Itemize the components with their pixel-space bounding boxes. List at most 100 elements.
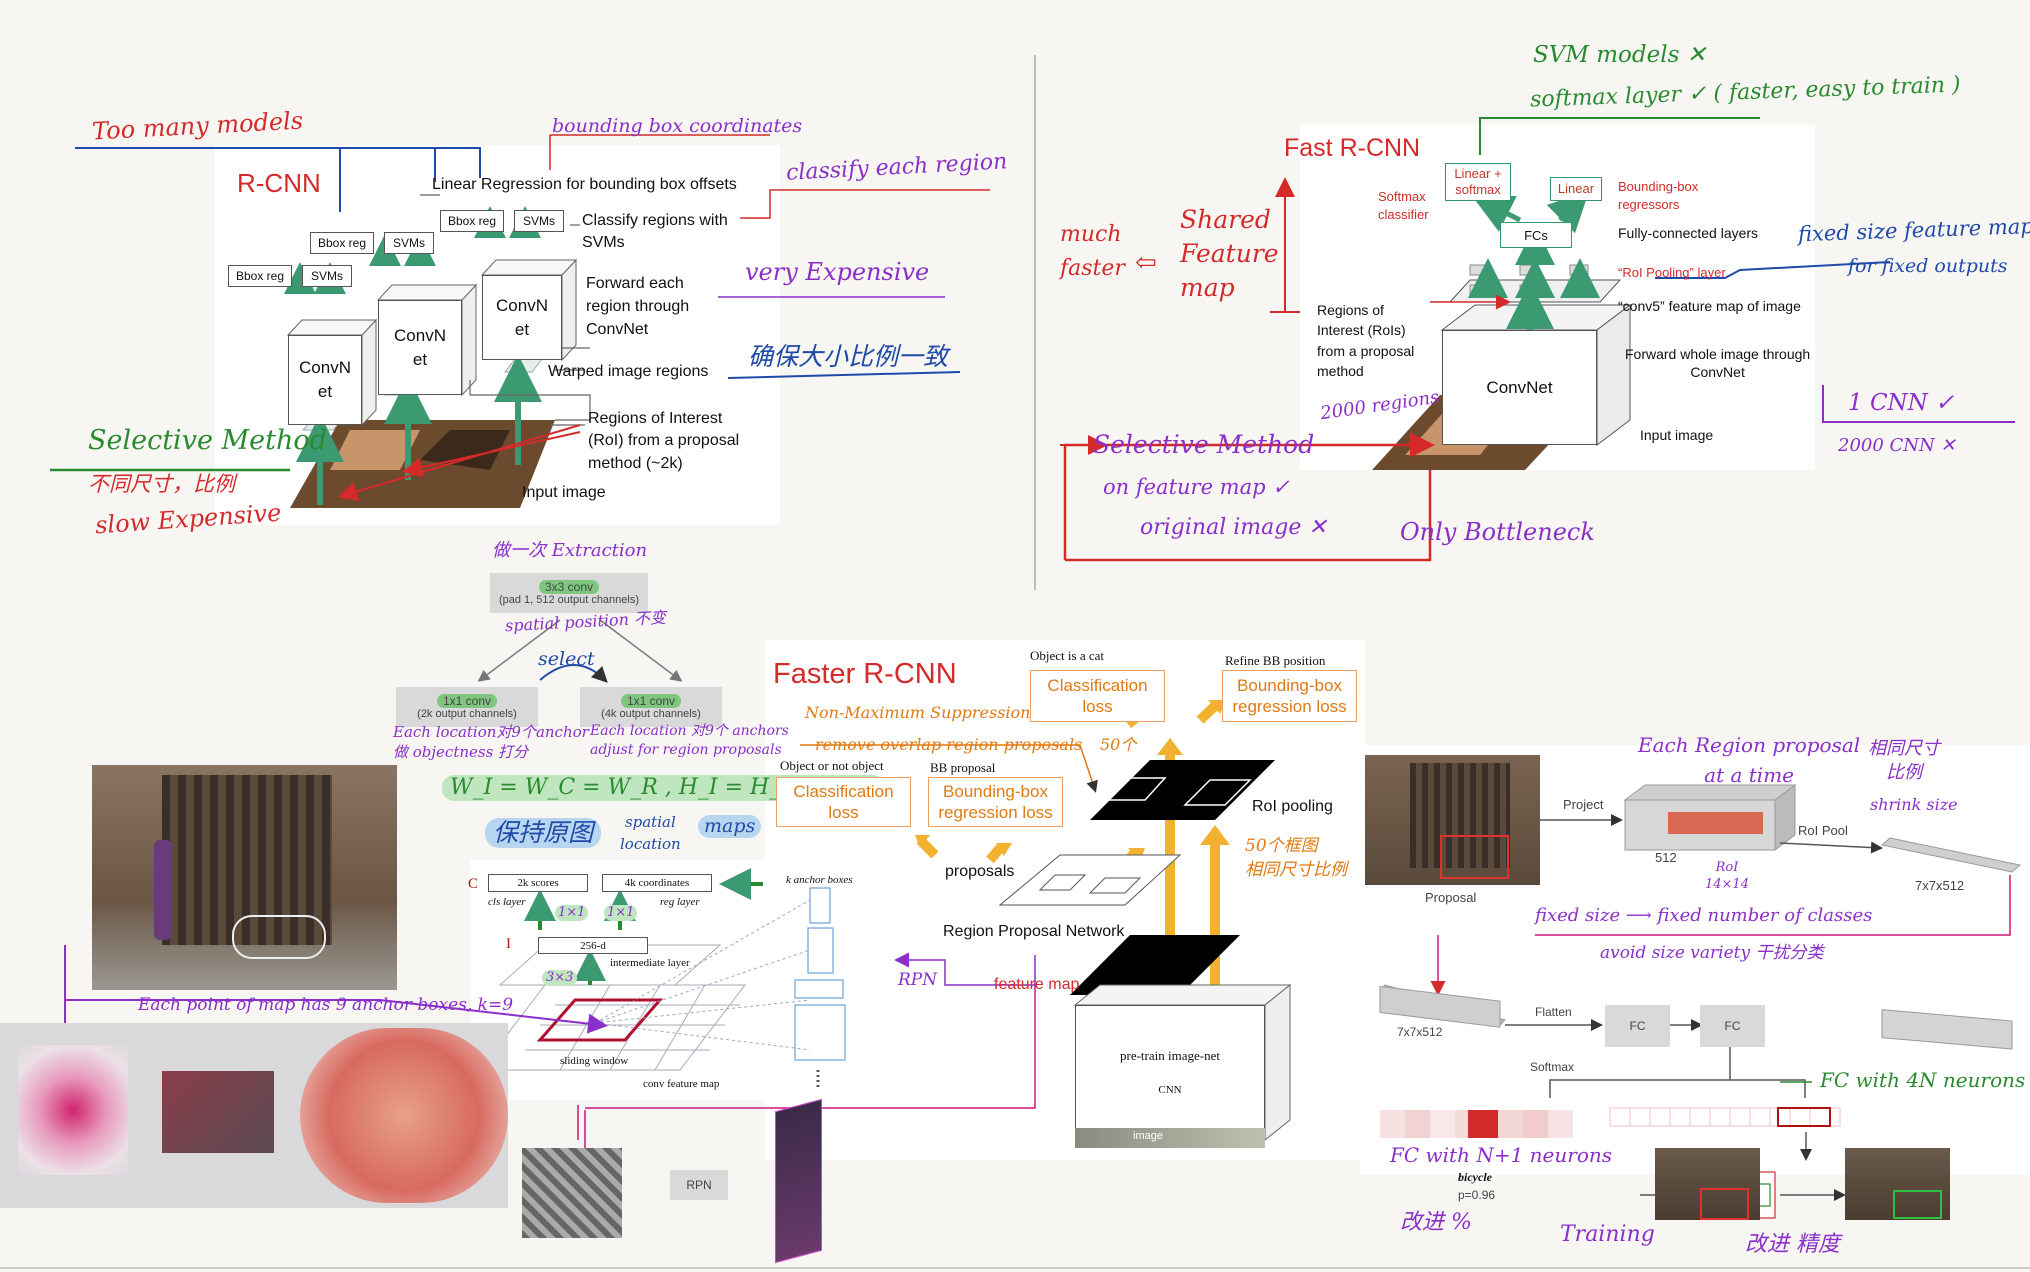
roi-7x7-in: 7x7x512 — [1397, 1025, 1443, 1039]
heatmap-blob — [18, 1045, 128, 1175]
roi-512: 512 — [1655, 850, 1677, 865]
fast-convnet: ConvNet — [1442, 330, 1597, 445]
note-ensure-ratio: 确保大小比例一致 — [748, 342, 949, 371]
proposal-door — [1410, 763, 1510, 868]
bicycle — [232, 915, 326, 959]
fast-bbox-regressors: Bounding-box regressors — [1618, 179, 1699, 213]
fast-linear: Linear — [1550, 177, 1602, 201]
street-photo — [92, 765, 397, 990]
faster-feature-map-label: feature map — [994, 976, 1080, 993]
faster-classification-loss: Classification loss — [776, 777, 911, 827]
note-objectness: Each location对9个anchor 做 objectness 打分 — [393, 723, 589, 762]
rpn-256d: 256-d — [538, 937, 648, 954]
roi-proposal-label: Proposal — [1425, 890, 1477, 905]
roi-7x7-out: 7x7x512 — [1915, 878, 1965, 893]
faster-feature-map — [1070, 935, 1240, 995]
rcnn-roi: Regions of Interest (RoI) from a proposa… — [588, 410, 740, 472]
note-fifty-boxes: 50个框图 相同尺寸比例 — [1245, 836, 1347, 880]
rpn-box: RPN — [670, 1170, 728, 1200]
note-keep-original: 保持原图 — [485, 818, 602, 848]
faster-rcnn-title: Faster R-CNN — [773, 658, 957, 690]
note-only-bottleneck: Only Bottleneck — [1400, 518, 1595, 546]
faster-object-is-cat: Object is a cat — [1030, 648, 1104, 663]
fast-roi-pooling: “RoI Pooling” layer — [1618, 265, 1726, 280]
faster-refine-bb: Refine BB position — [1225, 653, 1326, 668]
rpn-i-label: I — [506, 936, 511, 952]
faster-bbox-regression-loss-top: Bounding-box regression loss — [1222, 670, 1357, 722]
rpn-sliding-window: sliding window — [560, 1055, 629, 1067]
note-selective-method: Selective Method — [88, 425, 327, 456]
rcnn-forward-each: Forward each region through ConvNet — [586, 275, 690, 339]
rpn-conv1x1-left-sub: (2k output channels) — [417, 708, 517, 720]
note-avoid-variety: avoid size variety 干扰分类 — [1600, 943, 1824, 963]
fast-rcnn-title: Fast R-CNN — [1284, 134, 1421, 162]
bbox-photo-before — [1655, 1148, 1760, 1220]
faster-object-or-not: Object or not object — [780, 758, 884, 773]
note-bbox-coordinates: bounding box coordinates — [552, 115, 803, 137]
note-very-expensive: very Expensive — [745, 258, 930, 286]
note-fixed-size: fixed size ⟶ fixed number of classes — [1535, 905, 1873, 926]
note-fc-n1: FC with N+1 neurons — [1390, 1143, 1613, 1167]
rcnn-bbox-reg-1: Bbox reg — [228, 265, 292, 287]
rpn-conv1x1-right: 1x1 conv (4k output channels) — [580, 687, 722, 727]
faster-rpn-network: Region Proposal Network — [943, 923, 1125, 940]
class-prob-bar — [1380, 1110, 1573, 1138]
note-improve-precision: 改进 精度 — [1745, 1232, 1840, 1257]
rcnn-input-image-label: Input image — [522, 484, 606, 501]
rpn-conv-feature-map: conv feature map — [643, 1078, 720, 1090]
roi-fc-1: FC — [1605, 1005, 1670, 1047]
note-2000-cnn: 2000 CNN ✕ — [1838, 435, 1956, 456]
rpn-k-anchor-boxes: k anchor boxes — [786, 874, 853, 886]
note-one-shot-extraction: 做一次 Extraction — [492, 540, 648, 561]
fast-fully-connected: Fully-connected layers — [1618, 225, 1759, 241]
roi-softmax: Softmax — [1530, 1060, 1575, 1074]
roi-fc-2: FC — [1700, 1005, 1765, 1047]
faster-proposals: proposals — [945, 863, 1015, 880]
faster-pretrain: pre-train image-net — [1120, 1047, 1220, 1063]
fast-forward-whole: Forward whole image through ConvNet — [1625, 346, 1811, 381]
heatmap-photo-small — [162, 1071, 274, 1153]
note-shared-feature-map: Shared Feature map — [1180, 205, 1279, 302]
note-for-fixed-outputs: for fixed outputs — [1848, 255, 2008, 277]
too-many-models-line — [75, 147, 481, 212]
note-spatial-location: spatial location — [620, 813, 681, 853]
rcnn-classify-svms: Classify regions with SVMs — [582, 212, 728, 252]
rpn-conv1x1-left: 1x1 conv (2k output channels) — [396, 687, 538, 727]
rcnn-warped: Warped image regions — [548, 363, 709, 380]
note-select: select — [538, 648, 595, 670]
roi-14x14: RoI 14×14 — [1705, 860, 1749, 892]
rpn-conv3x3-sub: (pad 1, 512 output channels) — [498, 594, 640, 606]
faster-image-strip — [1075, 1128, 1265, 1148]
fast-softmax-classifier: Softmax classifier — [1378, 189, 1429, 223]
fast-linear-softmax: Linear + softmax — [1445, 163, 1511, 201]
note-adjust-proposals: Each location 对9个 anchors adjust for reg… — [590, 723, 789, 758]
note-improve-pct: 改进 % — [1400, 1210, 1472, 1235]
note-fc-4n: FC with 4N neurons — [1820, 1068, 2026, 1092]
rcnn-linear-regression: Linear Regression for bounding box offse… — [432, 176, 737, 193]
rpn-input-cube — [522, 1148, 622, 1238]
roi-prob: p=0.96 — [1458, 1188, 1496, 1202]
proposal-box — [1440, 835, 1509, 879]
proposal-photo — [1365, 755, 1540, 885]
rpn-conv1x1-left-label: 1x1 conv — [436, 694, 498, 708]
note-selective-method-fast: Selective Method — [1093, 430, 1315, 459]
rpn-cls-layer: cls layer — [488, 896, 526, 908]
note-svm-models: SVM models ✕ — [1533, 42, 1706, 68]
rpn-reg-layer: reg layer — [660, 896, 700, 908]
faster-cnn-label: CNN — [1158, 1083, 1182, 1096]
note-arrow-left: ⇦ — [1135, 248, 1157, 278]
faster-bbox-regression-loss: Bounding-box regression loss — [928, 777, 1063, 827]
rpn-conv1x1-right-label: 1x1 conv — [620, 694, 682, 708]
note-much-faster: much faster — [1060, 222, 1125, 282]
note-on-feature-map: on feature map ✓ — [1103, 475, 1290, 499]
rcnn-svms-2: SVMs — [384, 232, 434, 254]
roi-bicycle: bicycle — [1458, 1170, 1492, 1184]
note-rpn: RPN — [898, 970, 938, 990]
rpn-output-map — [775, 1098, 822, 1264]
rcnn-bbox-reg-3: Bbox reg — [440, 210, 504, 232]
note-each-point-9-anchors: Each point of map has 9 anchor boxes, k=… — [138, 995, 514, 1015]
roi-project-label: Project — [1563, 797, 1604, 812]
note-fifty: 50个 — [1100, 735, 1137, 754]
rcnn-title: R-CNN — [237, 168, 321, 198]
